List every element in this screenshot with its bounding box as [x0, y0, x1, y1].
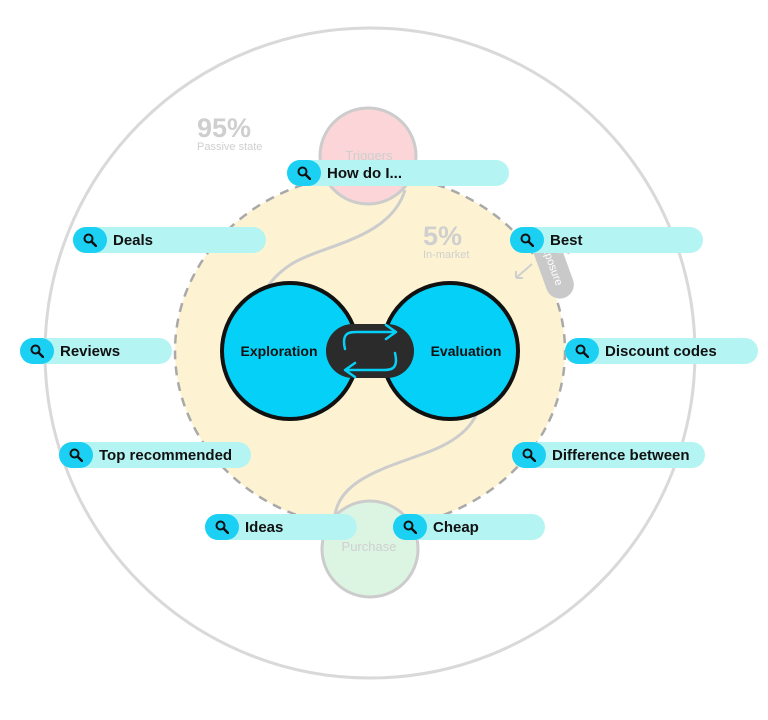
search-pill-best[interactable]: Best [510, 227, 703, 253]
in-market-percent: 5% [423, 221, 462, 251]
search-pill-how-do-i[interactable]: How do I... [287, 160, 509, 186]
passive-label: Passive state [197, 141, 262, 153]
search-pill-reviews[interactable]: Reviews [20, 338, 172, 364]
search-pill-label: Discount codes [605, 342, 717, 360]
search-pill-top-recommended[interactable]: Top recommended [59, 442, 251, 468]
search-icon [510, 227, 544, 253]
search-pill-label: Top recommended [99, 446, 233, 464]
exploration-label: Exploration [240, 343, 317, 359]
search-pill-label: Reviews [60, 342, 121, 360]
search-icon [59, 442, 93, 468]
search-icon [393, 514, 427, 540]
search-pill-label: Difference between [552, 446, 690, 464]
triggers-label: Triggers [345, 148, 393, 163]
search-icon [287, 160, 321, 186]
search-icon [73, 227, 107, 253]
search-pill-label: How do I... [327, 164, 402, 182]
search-pill-difference-between[interactable]: Difference between [512, 442, 705, 468]
search-pill-label: Ideas [245, 518, 284, 536]
search-pill-deals[interactable]: Deals [73, 227, 266, 253]
loop-connector [326, 324, 414, 378]
search-pill-label: Deals [113, 231, 154, 249]
search-pill-label: Best [550, 231, 583, 249]
passive-percent: 95% [197, 113, 251, 143]
search-pill-discount-codes[interactable]: Discount codes [565, 338, 758, 364]
in-market-label: In-market [423, 249, 469, 261]
evaluation-label: Evaluation [431, 343, 502, 359]
search-pill-cheap[interactable]: Cheap [393, 514, 545, 540]
search-icon [565, 338, 599, 364]
search-icon [512, 442, 546, 468]
search-icon [20, 338, 54, 364]
search-icon [205, 514, 239, 540]
search-pill-ideas[interactable]: Ideas [205, 514, 357, 540]
purchase-label: Purchase [342, 539, 397, 554]
loop-arrows-icon [342, 323, 398, 379]
search-pill-label: Cheap [433, 518, 479, 536]
